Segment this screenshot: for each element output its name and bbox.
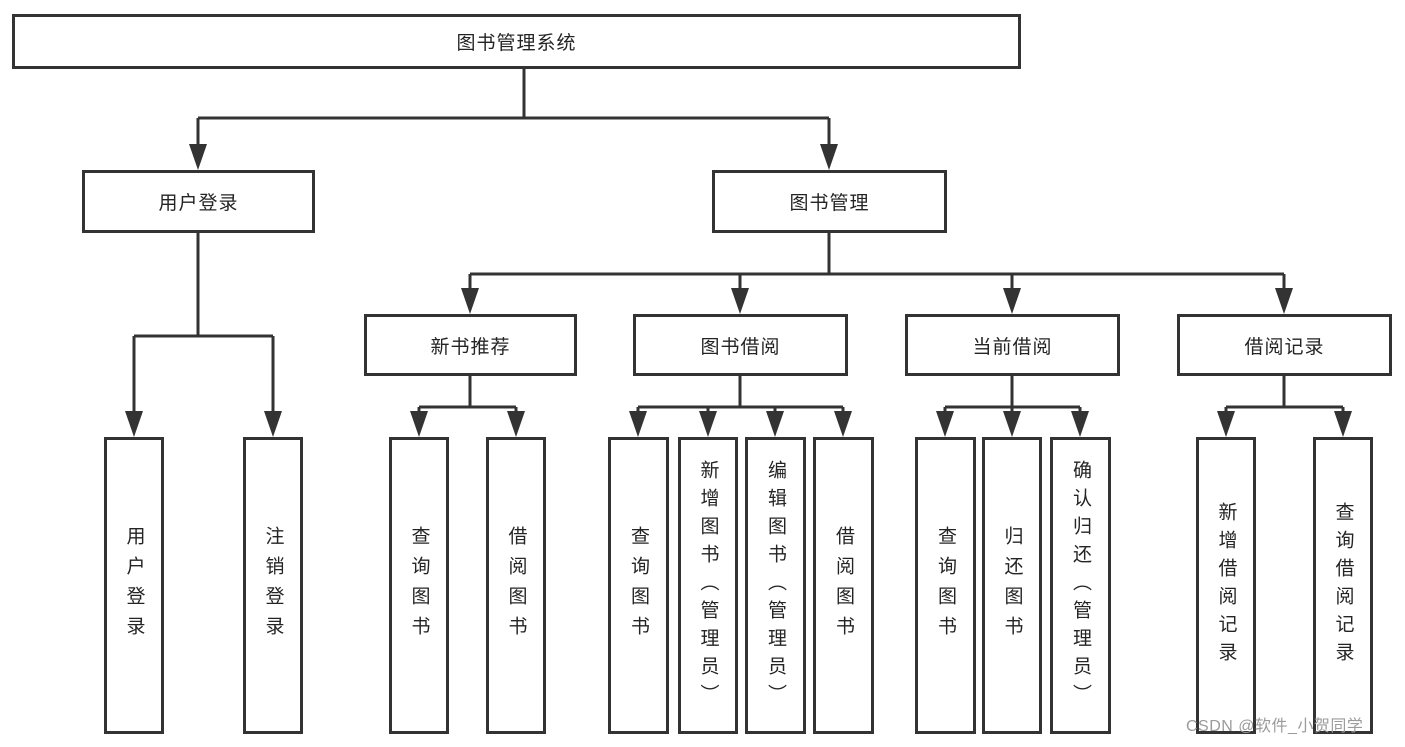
watermark: CSDN @软件_小贺同学 bbox=[1186, 718, 1364, 735]
leaf-current-query-books: 查询图书 bbox=[915, 437, 976, 734]
leaf-recommend-borrow-books: 借阅图书 bbox=[486, 437, 546, 734]
leaf-recommend-query-books: 查询图书 bbox=[389, 437, 449, 734]
leaf-confirm-return-admin: 确认归还（管理员） bbox=[1050, 437, 1111, 734]
leaf-logout: 注销登录 bbox=[243, 437, 303, 734]
leaf-add-borrow-record: 新增借阅记录 bbox=[1196, 437, 1256, 734]
leaf-return-books: 归还图书 bbox=[982, 437, 1042, 734]
leaf-query-borrow-record: 查询借阅记录 bbox=[1313, 437, 1373, 734]
leaf-edit-books-admin: 编辑图书（管理员） bbox=[745, 437, 806, 734]
node-root-book-management-system: 图书管理系统 bbox=[12, 14, 1021, 69]
node-book-borrow: 图书借阅 bbox=[633, 314, 848, 376]
node-current-borrow: 当前借阅 bbox=[905, 314, 1120, 376]
leaf-add-books-admin: 新增图书（管理员） bbox=[678, 437, 738, 734]
node-new-book-recommend: 新书推荐 bbox=[364, 314, 577, 376]
leaf-user-login: 用户登录 bbox=[104, 437, 164, 734]
leaf-borrow-books: 借阅图书 bbox=[813, 437, 874, 734]
node-borrow-record: 借阅记录 bbox=[1177, 314, 1392, 376]
node-book-management: 图书管理 bbox=[712, 170, 947, 233]
leaf-borrow-query-books: 查询图书 bbox=[608, 437, 669, 734]
node-user-login: 用户登录 bbox=[82, 170, 315, 233]
